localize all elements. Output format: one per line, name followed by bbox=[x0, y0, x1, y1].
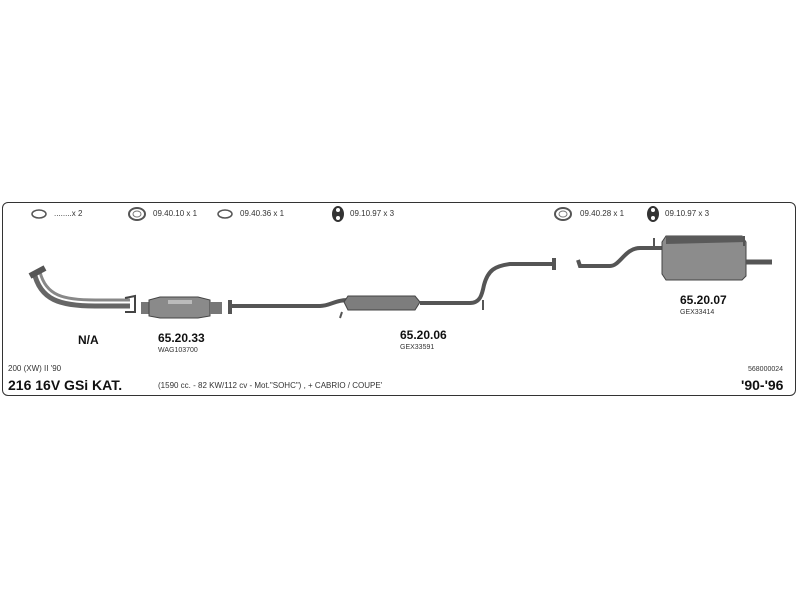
catalyst-code: WAG103700 bbox=[158, 347, 198, 354]
rear-part-number: 65.20.07 bbox=[680, 293, 727, 307]
middle-section-shape bbox=[228, 258, 556, 319]
model-name: 216 16V GSi KAT. bbox=[8, 377, 123, 393]
middle-part-number: 65.20.06 bbox=[400, 328, 447, 342]
gasket-qty: ........x 2 bbox=[54, 209, 83, 218]
hanger2-code: 09.10.97 x 3 bbox=[665, 209, 710, 218]
clamp-icon-rear bbox=[554, 207, 572, 221]
gasket-ring-icon bbox=[217, 209, 233, 219]
rear-silencer-shape bbox=[576, 235, 772, 281]
rubber-hanger-icon-rear bbox=[647, 206, 659, 222]
catalyst-part-number: 65.20.33 bbox=[158, 331, 205, 345]
front-pipe-shape bbox=[28, 265, 136, 313]
engine-spec: (1590 cc. - 82 KW/112 cv - Mot."SOHC") ,… bbox=[158, 381, 383, 390]
rubber-hanger-icon bbox=[332, 206, 344, 222]
clamp3-code: 09.40.28 x 1 bbox=[580, 209, 625, 218]
model-years: '90-'96 bbox=[741, 377, 784, 393]
clamp1-code: 09.40.10 x 1 bbox=[153, 209, 198, 218]
clamp2-code: 09.40.36 x 1 bbox=[240, 209, 285, 218]
middle-code: GEX33591 bbox=[400, 344, 435, 351]
model-series: 200 (XW) II '90 bbox=[8, 364, 62, 373]
catalyst-shape bbox=[141, 296, 222, 319]
front-pipe-label: N/A bbox=[78, 333, 99, 347]
gasket-icon bbox=[31, 209, 47, 219]
catalog-number: 568000024 bbox=[748, 366, 784, 373]
hanger1-code: 09.10.97 x 3 bbox=[350, 209, 395, 218]
rear-code: GEX33414 bbox=[680, 309, 715, 316]
clamp-icon bbox=[128, 207, 146, 221]
